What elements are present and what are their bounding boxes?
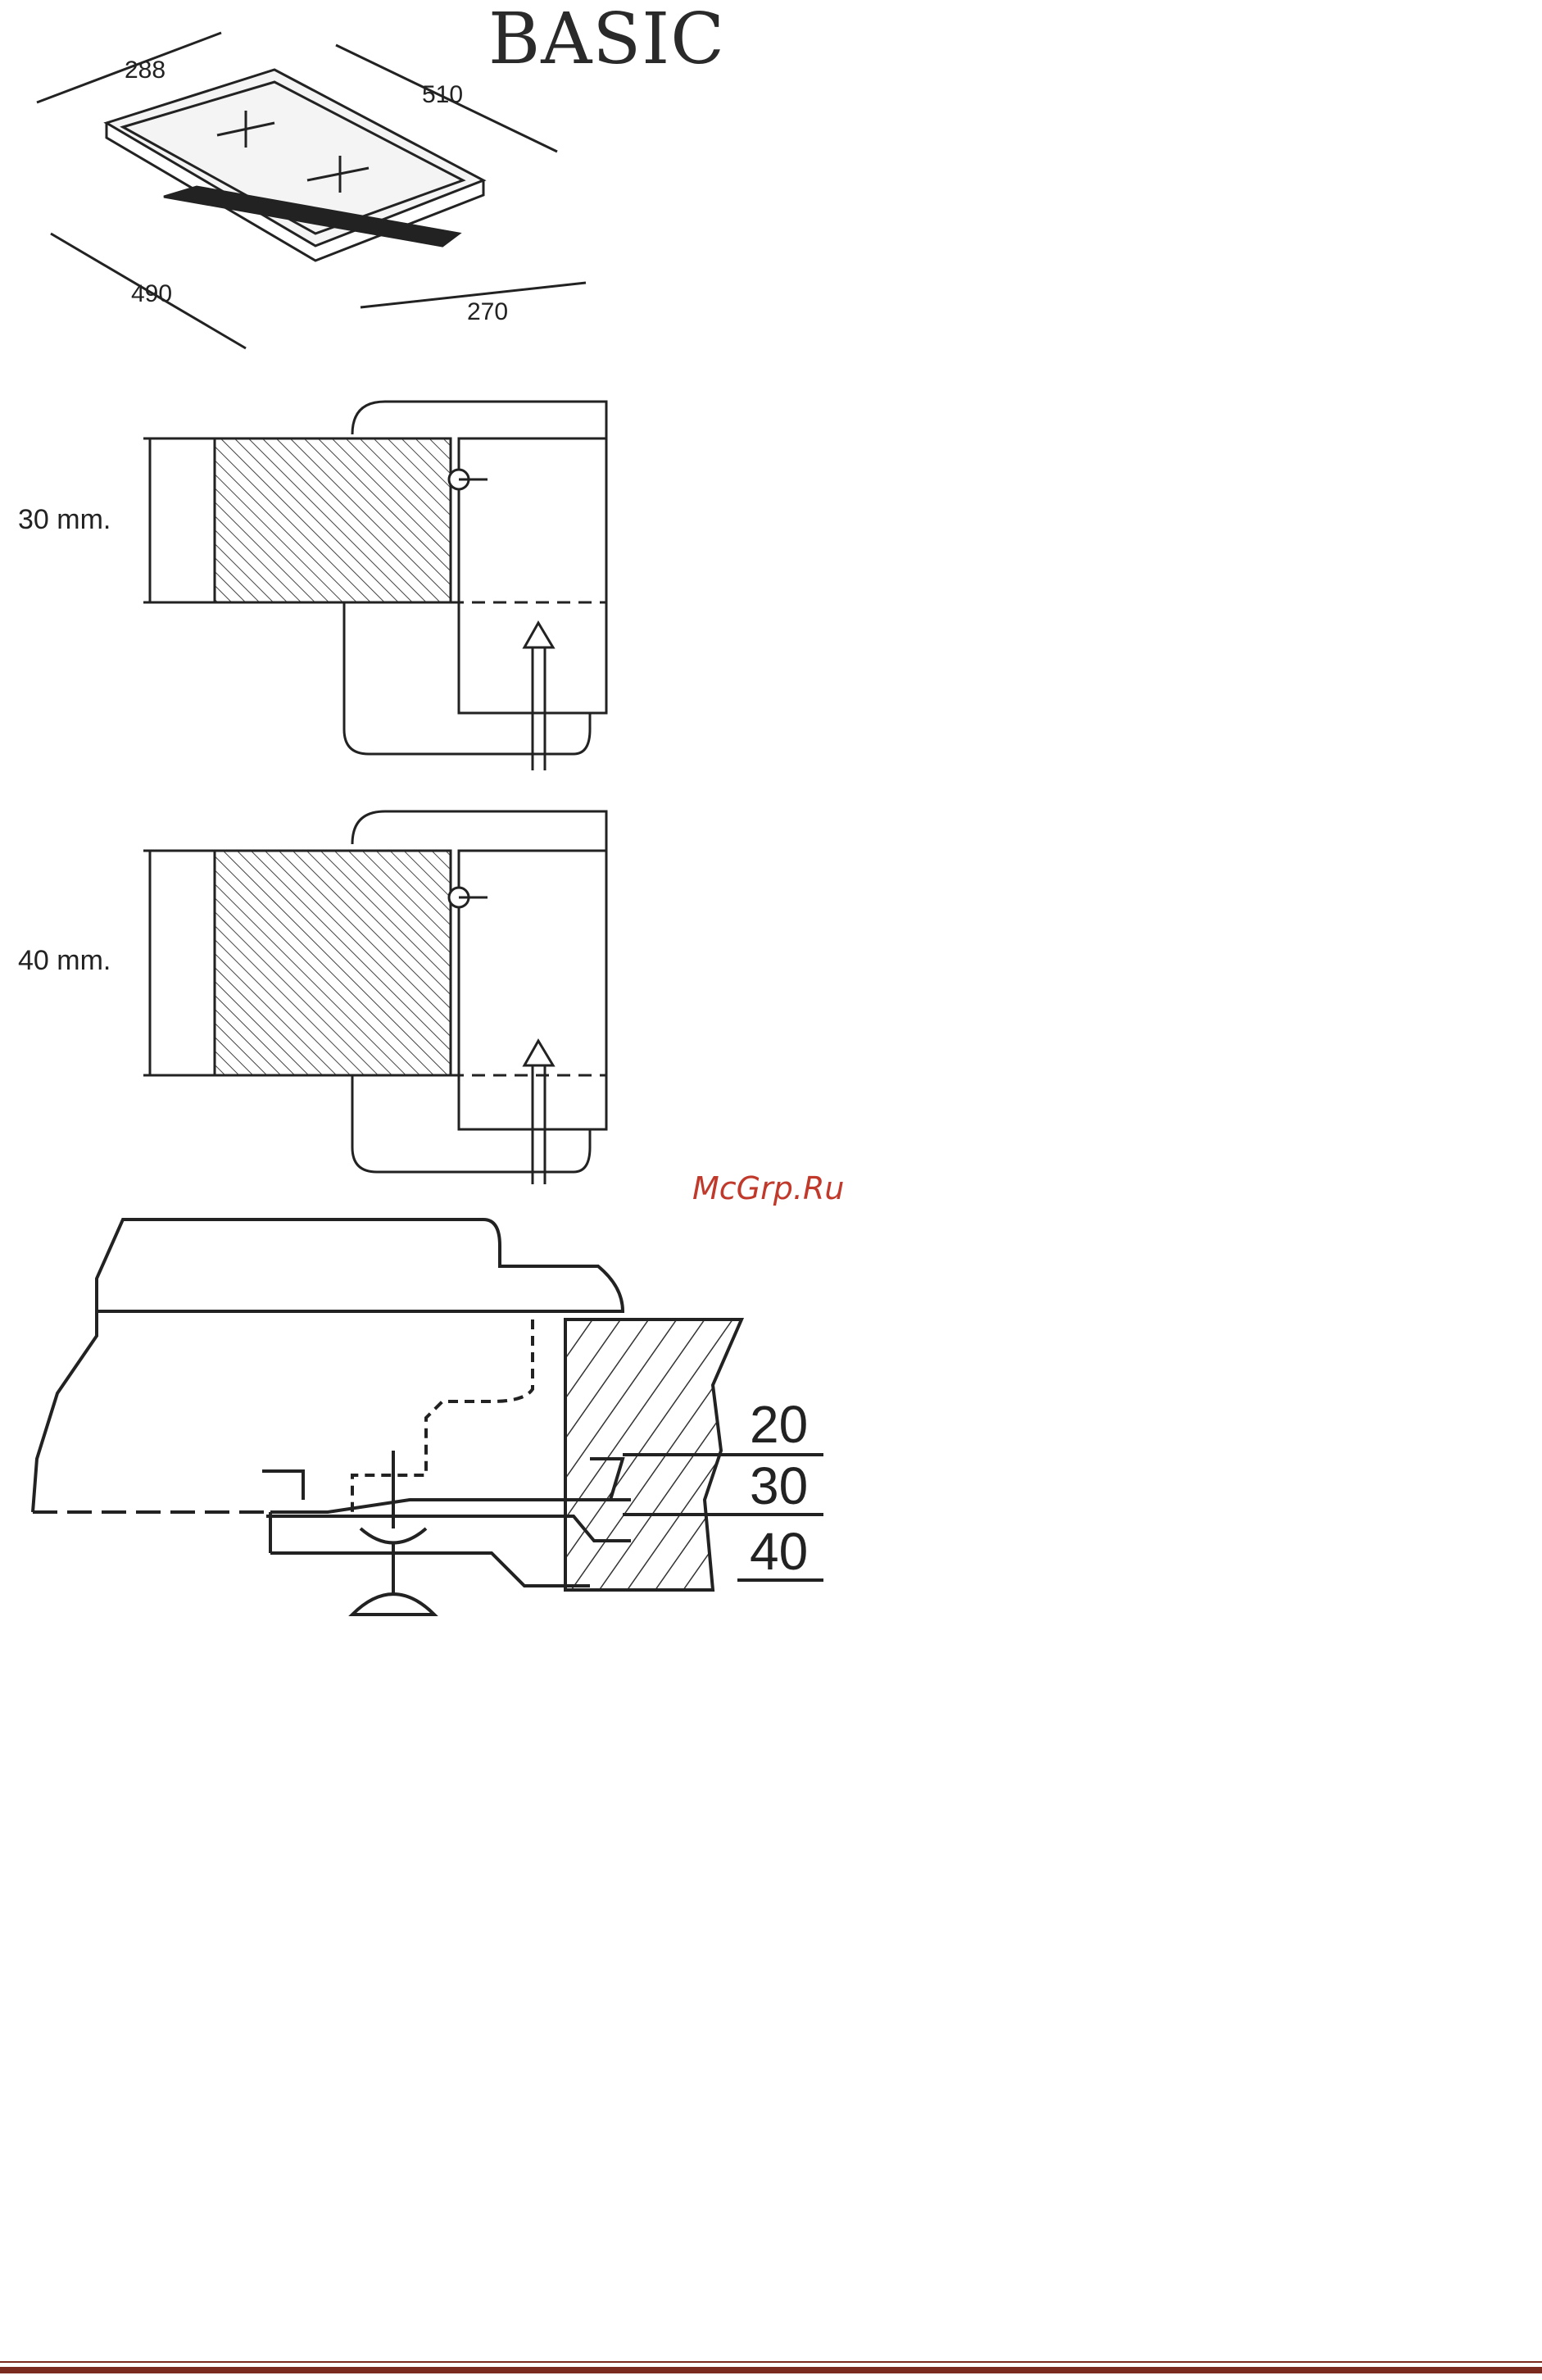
footer-rule-thick <box>0 2367 1542 2373</box>
section-30mm-figure: 30 mm. <box>0 385 1542 787</box>
hob-dimension-figure: 288 510 490 270 <box>0 0 1542 377</box>
thickness-label-20: 20 <box>750 1395 808 1454</box>
section-30-label: 30 mm. <box>18 504 111 535</box>
section-40-label: 40 mm. <box>18 945 111 976</box>
thickness-label-40: 40 <box>750 1522 808 1581</box>
watermark-text: McGrp.Ru <box>692 1170 844 1206</box>
dim-cutout-width: 270 <box>467 298 508 325</box>
footer-rule-thin <box>0 2361 1542 2363</box>
section-40mm-figure: 40 mm. <box>0 795 1542 1197</box>
dim-cutout-length: 490 <box>131 280 172 307</box>
dim-top-width: 288 <box>125 57 166 84</box>
clamp-detail-figure: 20 30 40 <box>0 1205 1542 1647</box>
dim-top-length: 510 <box>422 81 463 108</box>
thickness-label-30: 30 <box>750 1456 808 1515</box>
